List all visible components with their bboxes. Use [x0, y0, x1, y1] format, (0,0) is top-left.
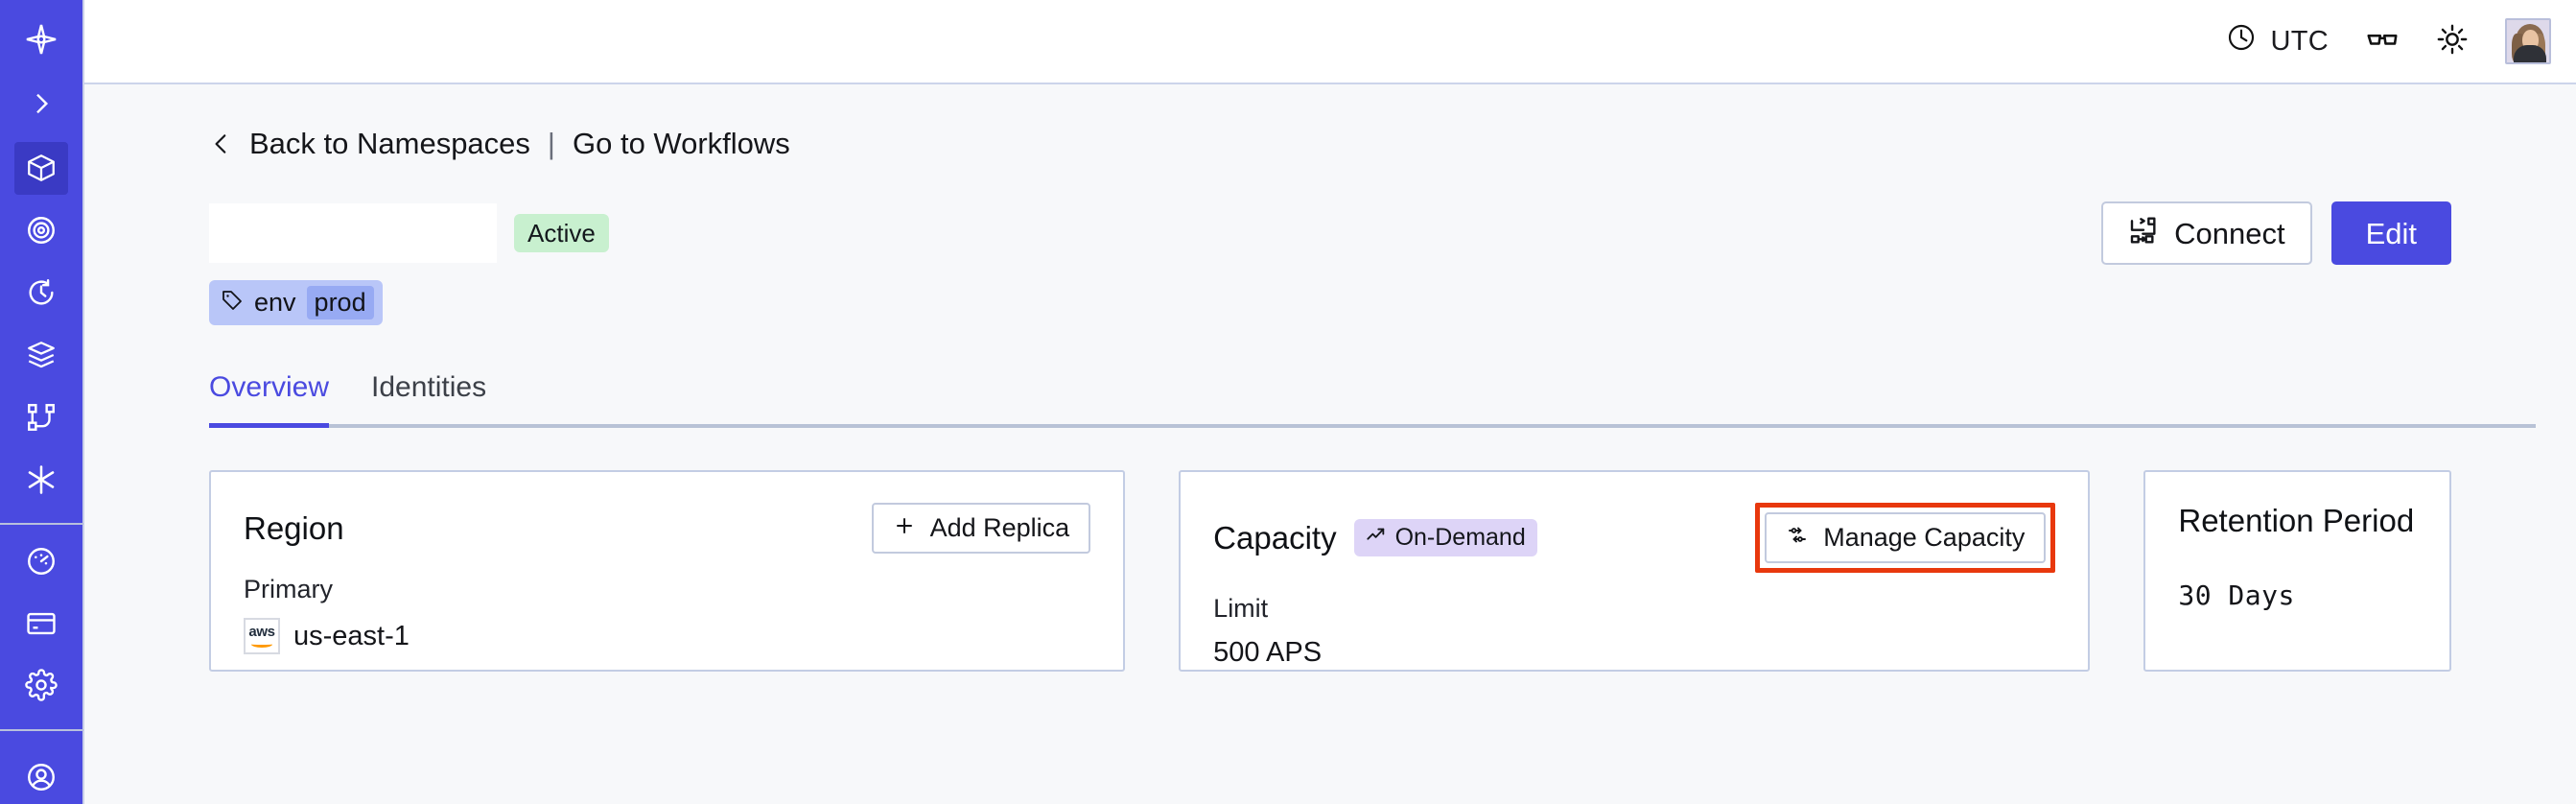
sidebar-item-billing[interactable]: [14, 597, 68, 650]
sliders-icon: [1786, 524, 1809, 552]
timezone-selector[interactable]: UTC: [2226, 22, 2329, 60]
tag-key: env: [254, 288, 296, 317]
region-value-row: aws us-east-1: [244, 618, 1090, 654]
sidebar-item-integrations[interactable]: [14, 453, 68, 506]
connect-button[interactable]: Connect: [2101, 201, 2312, 265]
add-replica-button[interactable]: Add Replica: [871, 503, 1091, 554]
plus-icon: [893, 514, 916, 542]
trend-up-arrow-icon: [1366, 525, 1387, 551]
breadcrumb: Back to Namespaces | Go to Workflows: [209, 127, 2451, 161]
eye-spiral-icon: [25, 214, 58, 247]
breadcrumb-separator: |: [547, 127, 555, 160]
aws-logo-icon: aws: [244, 618, 280, 654]
header-actions: Connect Edit: [2101, 201, 2451, 265]
region-value: us-east-1: [293, 620, 410, 651]
tab-identities[interactable]: Identities: [371, 371, 487, 403]
sidebar-item-deployments[interactable]: [14, 329, 68, 382]
account-avatar-icon: [25, 761, 58, 793]
capacity-card: Capacity On-Demand: [1179, 470, 2091, 672]
temporal-logo-icon: [24, 22, 59, 57]
tab-underline-rule: [209, 424, 2536, 428]
breadcrumb-back-link[interactable]: Back to Namespaces: [249, 127, 530, 160]
credit-card-icon: [25, 607, 58, 640]
capacity-mode-badge: On-Demand: [1353, 519, 1537, 556]
timezone-label: UTC: [2270, 25, 2329, 57]
region-card: Region Add Replica Primary aws: [209, 470, 1126, 672]
region-card-title: Region: [244, 509, 344, 546]
sidebar-item-account[interactable]: [14, 750, 68, 804]
layers-icon: [25, 339, 58, 371]
theme-toggle-button[interactable]: [2436, 23, 2469, 60]
asterisk-icon: [24, 462, 59, 497]
namespace-header-row: Active: [209, 201, 2451, 265]
capacity-limit-label: Limit: [1213, 594, 1269, 623]
tab-overview[interactable]: Overview: [209, 371, 330, 428]
region-primary-label: Primary: [244, 575, 333, 603]
tag-icon: [221, 289, 244, 317]
manage-capacity-highlight: Manage Capacity: [1755, 503, 2056, 573]
capacity-mode-label: On-Demand: [1394, 524, 1526, 551]
namespace-title: [209, 203, 497, 263]
region-card-header: Region Add Replica: [244, 503, 1091, 554]
history-clock-icon: [25, 276, 58, 309]
capacity-limit-value: 500 APS: [1213, 637, 1323, 668]
status-badge: Active: [514, 214, 609, 252]
breadcrumb-workflows-link[interactable]: Go to Workflows: [572, 127, 790, 160]
edit-button-label: Edit: [2365, 216, 2417, 250]
sidebar-item-settings[interactable]: [14, 659, 68, 712]
manage-capacity-label: Manage Capacity: [1823, 523, 2026, 552]
retention-card-header: Retention Period: [2178, 503, 2417, 539]
gear-icon: [25, 669, 58, 702]
sidebar-bottom-section: [0, 712, 83, 804]
sidebar-item-usage[interactable]: [14, 534, 68, 587]
capacity-card-header: Capacity On-Demand: [1213, 503, 2056, 573]
connect-button-label: Connect: [2174, 216, 2285, 250]
add-replica-label: Add Replica: [929, 513, 1070, 542]
page-content: Back to Namespaces | Go to Workflows Act…: [84, 84, 2576, 804]
chevron-left-icon[interactable]: [209, 128, 234, 160]
sidebar-divider-bottom: [0, 729, 83, 731]
edit-button[interactable]: Edit: [2330, 201, 2451, 265]
sun-icon: [2436, 23, 2469, 60]
aws-logo-text: aws: [248, 624, 275, 640]
main-area: UTC: [84, 0, 2576, 804]
user-avatar[interactable]: [2505, 18, 2551, 64]
chevron-right-icon: [26, 88, 57, 119]
topbar-actions: UTC: [2226, 18, 2551, 64]
clock-icon: [2226, 22, 2257, 60]
aws-smile-mark: [251, 641, 272, 648]
tag-value: prod: [306, 286, 374, 319]
sidebar-item-namespaces[interactable]: [14, 141, 68, 195]
sidebar-item-temporal-logo[interactable]: [14, 13, 68, 66]
retention-value: 30 Days: [2178, 579, 2295, 611]
topbar: UTC: [84, 0, 2576, 84]
reading-mode-button[interactable]: [2365, 22, 2400, 61]
retention-card: Retention Period 30 Days: [2143, 470, 2451, 672]
sidebar-item-schedules[interactable]: [14, 267, 68, 319]
workflow-graph-icon: [25, 401, 58, 434]
tab-bar: Overview Identities: [209, 371, 2451, 428]
avatar-body: [2514, 45, 2546, 62]
sidebar-divider-top: [0, 523, 83, 526]
tag-chip-env[interactable]: env prod: [209, 280, 383, 325]
sidebar-item-expand[interactable]: [14, 78, 68, 130]
cube-icon: [25, 152, 58, 184]
overview-cards: Region Add Replica Primary aws: [209, 470, 2451, 672]
namespace-tags: env prod: [209, 280, 2451, 325]
sidebar-item-observability[interactable]: [14, 204, 68, 257]
sidebar-item-workflows[interactable]: [14, 390, 68, 443]
connect-flow-icon: [2128, 216, 2159, 251]
gauge-icon: [25, 545, 58, 578]
manage-capacity-button[interactable]: Manage Capacity: [1765, 512, 2047, 563]
sidebar: [0, 0, 84, 804]
capacity-card-title: Capacity: [1213, 519, 1337, 556]
glasses-icon: [2365, 22, 2400, 61]
retention-card-title: Retention Period: [2178, 503, 2415, 538]
